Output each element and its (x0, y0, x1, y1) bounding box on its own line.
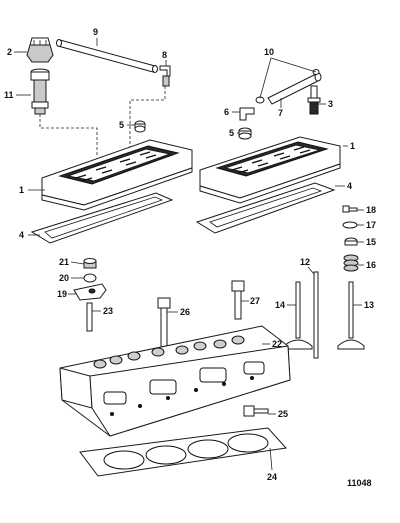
callout-19: 19 (57, 289, 67, 299)
grommet-part (134, 120, 146, 133)
callout-25: 25 (278, 409, 288, 419)
callout-14: 14 (275, 300, 285, 310)
callout-1-right: 1 (350, 141, 355, 151)
callout-27: 27 (250, 296, 260, 306)
exhaust-valve-part (337, 281, 365, 350)
oil-fill-tube-part (30, 68, 50, 115)
head-gasket-part (79, 427, 287, 477)
callout-15: 15 (366, 237, 376, 247)
callout-8: 8 (162, 50, 167, 60)
callout-5-left: 5 (119, 120, 124, 130)
callout-3: 3 (328, 99, 333, 109)
valve-seal-part (342, 221, 358, 229)
callout-2: 2 (7, 47, 12, 57)
callout-9: 9 (93, 27, 98, 37)
valve-cover-left-part (41, 139, 193, 211)
spring-retainer-part (344, 237, 358, 246)
valve-spring-part (343, 254, 359, 272)
rocker-stud-part (86, 302, 93, 332)
callout-5-right: 5 (229, 128, 234, 138)
callout-24: 24 (267, 472, 277, 482)
head-bolt-part (231, 280, 245, 320)
rocker-nut-part (83, 258, 97, 269)
callout-4-left: 4 (19, 230, 24, 240)
grommet-part (238, 127, 252, 140)
assembly-dashed-line (39, 114, 98, 155)
callout-23: 23 (103, 306, 113, 316)
valve-lock-part (342, 205, 358, 213)
rocker-ball-part (83, 273, 97, 283)
callout-21: 21 (59, 257, 69, 267)
valve-cover-right-part (199, 136, 341, 204)
valve-cover-gasket-left-part (30, 192, 174, 244)
pushrod-part (313, 271, 319, 359)
callout-20: 20 (59, 273, 69, 283)
callout-11: 11 (4, 90, 14, 100)
head-bolt-long-part (157, 297, 171, 351)
callout-7: 7 (278, 108, 283, 118)
assembly-dashed-line (129, 86, 166, 152)
callout-10: 10 (264, 47, 274, 57)
callout-4-right: 4 (347, 181, 352, 191)
callout-17: 17 (366, 220, 376, 230)
callout-16: 16 (366, 260, 376, 270)
pcv-elbow-part (239, 107, 255, 121)
callout-12: 12 (300, 257, 310, 267)
callout-22: 22 (272, 339, 282, 349)
pcv-valve-part (307, 85, 321, 115)
callout-13: 13 (364, 300, 374, 310)
head-bolt-short-part (243, 405, 269, 417)
valve-cover-gasket-right-part (195, 182, 336, 234)
figure-number: 11048 (347, 478, 372, 488)
callout-18: 18 (366, 205, 376, 215)
callout-labels: 9 2 8 11 5 1 4 10 6 7 3 5 1 4 18 17 15 1… (4, 27, 376, 488)
callout-leader-lines (14, 38, 364, 471)
breather-tube-part (56, 39, 158, 73)
callout-6: 6 (224, 107, 229, 117)
cylinder-head-part (59, 325, 291, 437)
intake-valve-part (283, 281, 313, 350)
pcv-tube-part (267, 72, 322, 105)
callout-26: 26 (180, 307, 190, 317)
elbow-fitting-part (159, 65, 171, 87)
rocker-arm-part (73, 283, 107, 301)
oil-fill-cap-part (26, 37, 54, 63)
callout-1-left: 1 (19, 185, 24, 195)
